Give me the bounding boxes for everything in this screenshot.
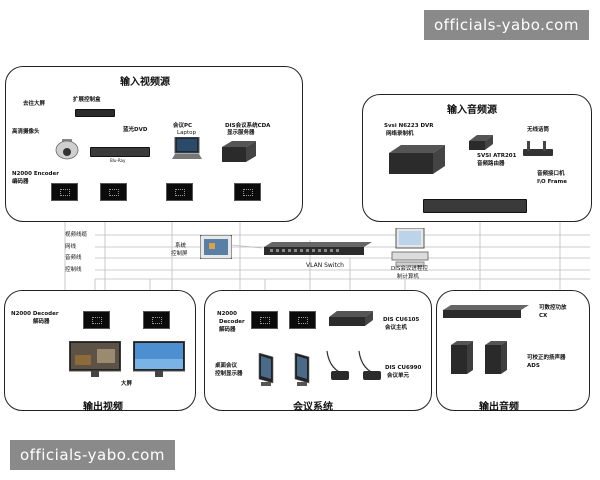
group-title: 输出视频 xyxy=(83,402,123,413)
cda-server-label: DIS会议系统CDA xyxy=(225,123,271,129)
host-sub: 会议主机 xyxy=(385,325,408,331)
group-audio-output: 输出音频 可数控功放 CX 可校正的扬声器 ADS xyxy=(436,290,590,413)
host-icon xyxy=(329,311,373,326)
recorder-icon xyxy=(389,145,445,174)
encoder-label: N2000 Encoder xyxy=(12,171,59,177)
amp-label: 可数控功放 xyxy=(539,305,567,311)
recorder-sub: 网络录制机 xyxy=(386,131,414,137)
watermark-bottom: officials-yabo.com xyxy=(10,440,175,470)
display-label: 桌面会议 xyxy=(215,363,238,369)
encoder-4 xyxy=(234,183,261,201)
encoder-1 xyxy=(51,183,78,201)
unit-label: DIS CU6990 xyxy=(385,365,422,371)
router-label: SVSI ATR201 xyxy=(477,153,517,159)
control-screen-label: 系统 xyxy=(175,243,187,249)
speaker-sub: ADS xyxy=(527,363,540,369)
bluray-brand: Blu-Ray xyxy=(110,158,126,163)
audio-interface xyxy=(423,199,527,213)
encoder-sub: 编码器 xyxy=(12,179,29,185)
screen-label: 大屏 xyxy=(121,381,133,387)
pc-label: DIS会议进程控 xyxy=(391,266,428,272)
touch-panel-icon xyxy=(200,235,232,259)
speaker-2 xyxy=(485,341,507,374)
decoder-1 xyxy=(251,311,278,329)
legend-audio-cable: 音频线 xyxy=(65,255,82,261)
watermark-top: officials-yabo.com xyxy=(424,10,589,40)
large-screen-label: 去往大屏 xyxy=(23,101,46,107)
amplifier-icon xyxy=(443,305,529,318)
bluray-label: 蓝光DVD xyxy=(123,127,148,133)
decoder-2 xyxy=(289,311,316,329)
mic-label: 无线话筒 xyxy=(527,127,550,133)
server-icon xyxy=(222,141,256,162)
group-title: 输入音频源 xyxy=(447,105,497,116)
laptop-icon xyxy=(172,137,202,159)
switch-label: VLAN Switch xyxy=(306,262,344,269)
conference-unit-1 xyxy=(326,350,349,380)
router-icon xyxy=(469,135,493,150)
decoder-label: N2000 Decoder xyxy=(11,311,59,317)
unit-sub: 会议单元 xyxy=(387,373,410,379)
group-title: 输出音频 xyxy=(479,402,519,413)
interface-sub: I\O Frame xyxy=(537,179,567,185)
group-video-output: 输出视频 N2000 Decoder 解码器 大屏 xyxy=(4,290,196,413)
speaker-label: 可校正的扬声器 xyxy=(527,355,566,361)
encoder-2 xyxy=(100,183,127,201)
group-audio-input: 输入音频源 Svsi N6223 DVR 网络录制机 SVSI ATR201 音… xyxy=(362,94,592,222)
microphone-icon xyxy=(523,141,553,156)
display-sub: 控制显示器 xyxy=(215,371,243,377)
recorder-label: Svsi N6223 DVR xyxy=(384,123,434,129)
decoder-sub2: 解码器 xyxy=(219,327,236,333)
switch-icon xyxy=(264,242,372,255)
laptop-label: 会议PC xyxy=(173,123,193,129)
computer-icon xyxy=(391,228,429,267)
group-conference: 会议系统 N2000 Decoder 解码器 DIS CU6105 会议主机 桌… xyxy=(204,290,432,413)
decoder-label: N2000 xyxy=(217,311,237,317)
bluray-player xyxy=(90,147,150,157)
large-screen-right xyxy=(133,341,185,377)
group-video-input: 输入视频源 去往大屏 扩展控制盒 高清摄像头 蓝光DVD Blu-Ray 会议P… xyxy=(5,66,303,222)
group-title: 会议系统 xyxy=(293,402,333,413)
expansion-box-label: 扩展控制盒 xyxy=(73,97,101,103)
decoder-1 xyxy=(83,311,110,329)
decoder-2 xyxy=(143,311,170,329)
cda-server-sub: 显示服务器 xyxy=(227,130,255,136)
desk-display-1 xyxy=(258,353,274,386)
desk-display-2 xyxy=(294,353,310,386)
router-sub: 音频路由器 xyxy=(477,161,505,167)
decoder-sub: 解码器 xyxy=(33,319,50,325)
pc-sub: 制计算机 xyxy=(397,274,420,280)
legend-network-cable: 网线 xyxy=(65,244,77,250)
legend-video-cable: 视频线缆 xyxy=(65,232,88,238)
large-screen-left xyxy=(69,341,121,377)
host-label: DIS CU6105 xyxy=(383,317,420,323)
speaker-1 xyxy=(451,341,473,374)
camera-icon xyxy=(55,139,79,160)
control-screen-sub: 控制屏 xyxy=(171,251,188,257)
interface-label: 音频接口机 xyxy=(537,171,565,177)
laptop-sub: Laptop xyxy=(177,130,196,136)
conference-unit-2 xyxy=(358,350,381,380)
decoder-sub: Decoder xyxy=(219,319,245,325)
encoder-3 xyxy=(166,183,193,201)
hd-camera-label: 高清摄像头 xyxy=(12,129,40,135)
group-title: 输入视频源 xyxy=(120,77,170,88)
expansion-box xyxy=(75,109,115,117)
legend-control-cable: 控制线 xyxy=(65,267,82,273)
amp-sub: CX xyxy=(539,313,548,319)
